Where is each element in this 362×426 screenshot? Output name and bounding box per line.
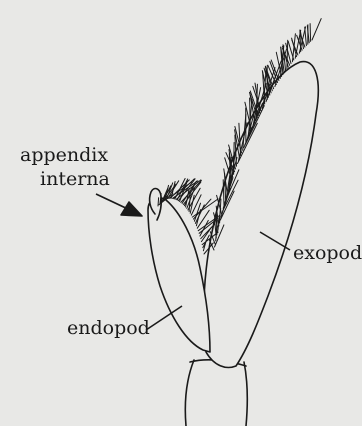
exopod-label: exopod [293, 242, 362, 265]
seta [312, 19, 321, 40]
seta [310, 24, 311, 42]
appendix-label-line1: appendix [20, 144, 108, 167]
seta [305, 27, 307, 45]
protopod-stalk [185, 360, 247, 426]
endopod-label: endopod [67, 317, 150, 340]
appendix-label-line2: interna [40, 168, 110, 191]
endopod-outline [148, 198, 210, 352]
appendix-arrowhead [121, 202, 142, 216]
seta [189, 196, 190, 212]
